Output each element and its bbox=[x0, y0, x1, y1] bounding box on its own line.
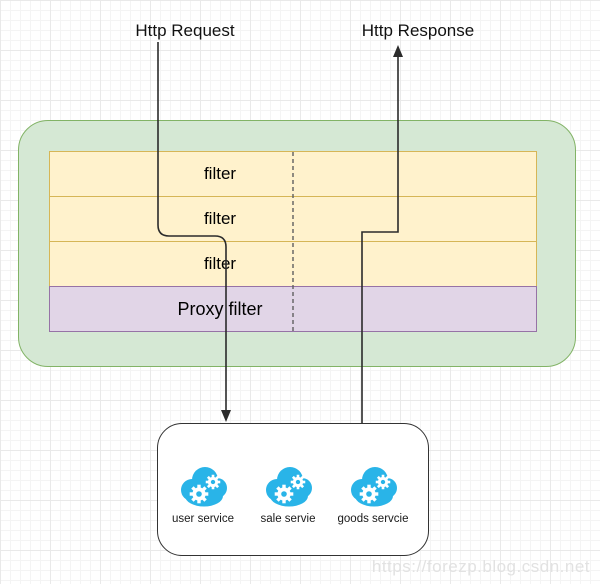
watermark-url: https://forezp.blog.csdn.net bbox=[371, 557, 590, 576]
proxy-filter-row: Proxy filter bbox=[49, 286, 537, 332]
gear-large bbox=[274, 474, 306, 504]
service-label: sale servie bbox=[260, 513, 316, 525]
cloud-gears-icon bbox=[181, 467, 227, 507]
gear-large bbox=[359, 474, 391, 504]
http-request-arrowhead bbox=[221, 410, 231, 422]
filter-row-3: filter bbox=[49, 241, 537, 287]
cloud-gears-icon bbox=[266, 467, 312, 507]
http-response-arrowhead bbox=[393, 45, 403, 57]
proxy-filter-label: Proxy filter bbox=[177, 298, 263, 319]
filter-row-label: filter bbox=[203, 164, 237, 183]
service-sale: sale servie bbox=[243, 465, 333, 525]
filter-stack: filter filter filter Proxy filter bbox=[49, 151, 537, 332]
service-label: user service bbox=[172, 513, 234, 525]
service-goods: goods servcie bbox=[328, 465, 418, 525]
filter-row-label: filter bbox=[203, 209, 237, 228]
filter-row-label: filter bbox=[203, 254, 237, 273]
filter-row-1: filter bbox=[49, 151, 537, 197]
service-user: user service bbox=[158, 465, 248, 525]
filter-row-2: filter bbox=[49, 196, 537, 242]
http-response-label: Http Response bbox=[361, 21, 475, 40]
gear-large bbox=[189, 474, 221, 504]
http-request-label: Http Request bbox=[135, 21, 235, 40]
service-label: goods servcie bbox=[337, 513, 409, 525]
cloud-gears-icon bbox=[351, 467, 397, 507]
